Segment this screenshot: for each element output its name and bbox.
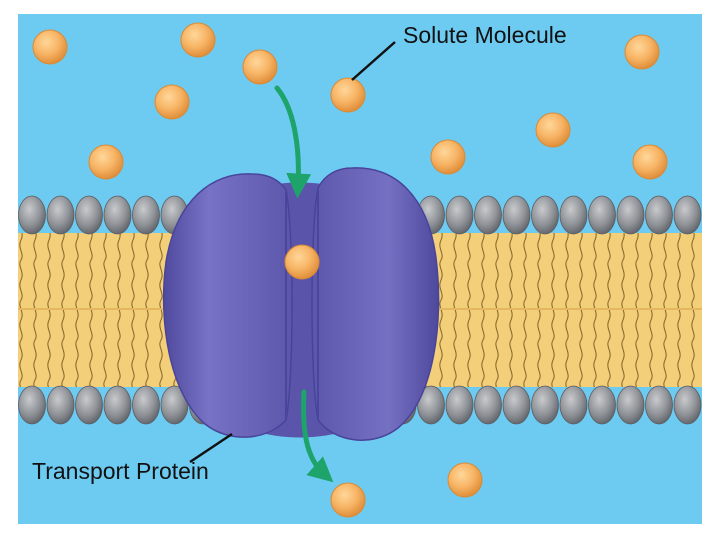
solute-molecule bbox=[88, 144, 124, 180]
lipid-head bbox=[616, 385, 645, 425]
lipid-head bbox=[18, 385, 46, 425]
solute-molecule bbox=[180, 22, 216, 58]
lipid-head bbox=[588, 385, 616, 425]
lipid-head bbox=[559, 385, 588, 425]
solute-molecule bbox=[430, 139, 466, 175]
lipid-head bbox=[531, 195, 559, 235]
lipid-head bbox=[474, 385, 502, 425]
solute-pointer-line bbox=[351, 41, 396, 81]
lipid-head bbox=[103, 195, 132, 235]
transport-pointer-line bbox=[189, 432, 233, 464]
solute-molecule bbox=[242, 49, 278, 85]
transport-protein-label: Transport Protein bbox=[32, 458, 209, 484]
solute-molecule bbox=[154, 84, 190, 120]
inward-arrow bbox=[274, 85, 312, 199]
lipid-head bbox=[445, 385, 474, 425]
solute-molecule bbox=[447, 462, 483, 498]
lipid-head bbox=[46, 385, 75, 425]
solute-molecule bbox=[624, 34, 660, 70]
protein-right-lobe bbox=[311, 167, 440, 441]
lipid-head bbox=[103, 385, 132, 425]
solute-molecule bbox=[32, 29, 68, 65]
solute-molecule bbox=[632, 144, 668, 180]
lipid-head bbox=[531, 385, 559, 425]
lipid-head bbox=[75, 195, 103, 235]
solute-molecules bbox=[32, 22, 668, 518]
solute-molecule bbox=[330, 482, 366, 518]
lipid-head bbox=[75, 385, 103, 425]
lipid-head bbox=[645, 385, 673, 425]
solute-molecule bbox=[330, 77, 366, 113]
lipid-head bbox=[132, 195, 160, 235]
lipid-head bbox=[559, 195, 588, 235]
lipid-head bbox=[445, 195, 474, 235]
lipid-head bbox=[588, 195, 616, 235]
lipid-head bbox=[645, 195, 673, 235]
lipid-head bbox=[502, 195, 531, 235]
solute-molecule bbox=[535, 112, 571, 148]
lipid-head bbox=[474, 195, 502, 235]
solute-molecule-in-channel bbox=[284, 244, 320, 280]
lipid-head bbox=[673, 195, 702, 235]
lipid-head bbox=[46, 195, 75, 235]
lipid-head bbox=[132, 385, 160, 425]
outward-arrow bbox=[301, 389, 334, 483]
transport-protein bbox=[162, 167, 440, 441]
lipid-head bbox=[673, 385, 702, 425]
lipid-head bbox=[18, 195, 46, 235]
solute-molecule-label: Solute Molecule bbox=[403, 22, 567, 48]
lipid-head bbox=[616, 195, 645, 235]
lipid-head bbox=[502, 385, 531, 425]
